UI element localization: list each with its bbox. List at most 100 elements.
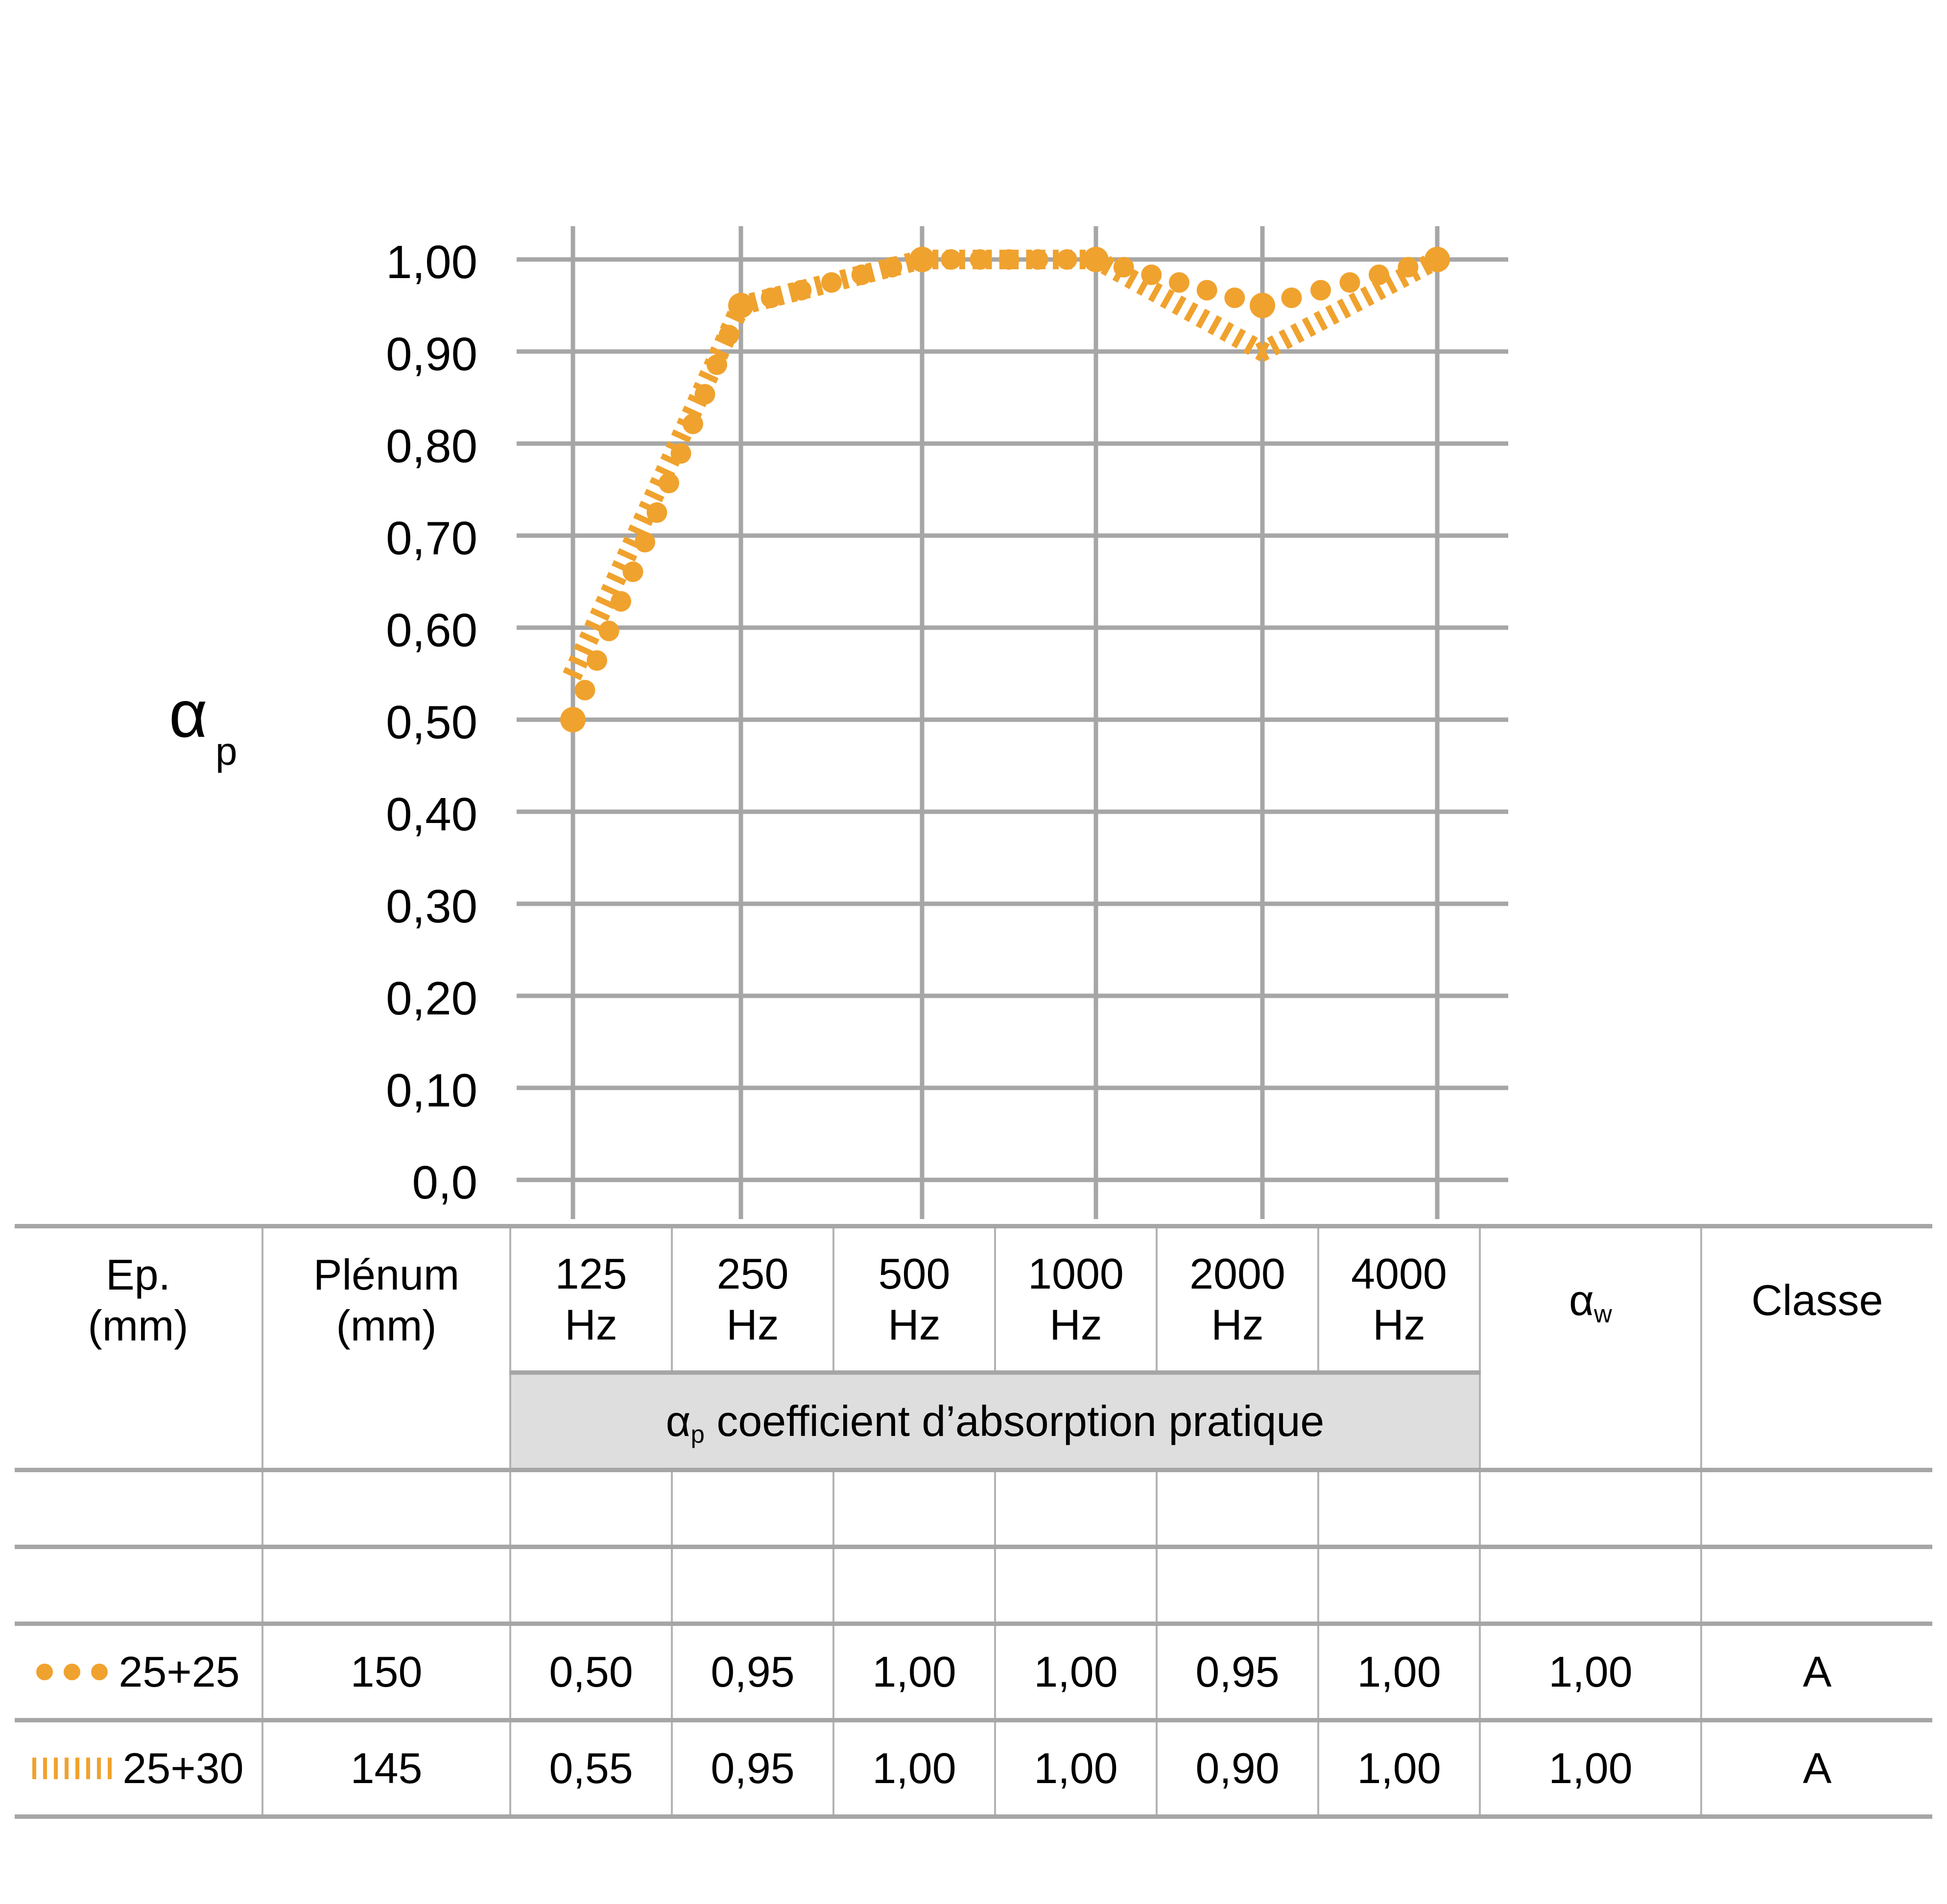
header-freq-500: 500 Hz — [832, 1224, 996, 1373]
series-dot — [881, 257, 902, 278]
hatch-tick — [1348, 292, 1363, 313]
blank-cell — [1700, 1468, 1932, 1547]
band-label-sub: p — [690, 1420, 705, 1449]
hatch-tick — [1255, 341, 1270, 362]
row-ep-25-25: 25+25 — [15, 1622, 263, 1720]
row-ep-label: 25+30 — [122, 1744, 244, 1792]
header-plenum: Plénum (mm) — [261, 1224, 511, 1373]
hatch-tick — [1100, 256, 1116, 276]
legend-hatch-bar — [75, 1758, 80, 1779]
row-classe: A — [1700, 1718, 1932, 1819]
header-freq-250-value: 250 — [716, 1249, 789, 1298]
series-dot — [707, 354, 727, 375]
y-tick-label: 1,00 — [386, 236, 477, 288]
acoustic-spec-table: Ep. (mm) Plénum (mm) 125 Hz 250 Hz 500 H… — [15, 1224, 1932, 1819]
y-tick-label: 0,60 — [386, 604, 477, 657]
row-val-125: 0,55 — [509, 1718, 673, 1819]
row-classe: A — [1700, 1622, 1932, 1720]
series-node-marker — [560, 707, 586, 732]
vertical-gridlines — [570, 226, 1440, 1219]
series-node-marker — [728, 293, 754, 318]
legend-hatched-marker — [32, 1758, 112, 1779]
series-dot — [683, 413, 703, 434]
series-25-30-hatched — [563, 249, 1445, 681]
blank-cell — [671, 1468, 834, 1547]
hatch-tick — [568, 655, 589, 669]
row-alpha-w: 1,00 — [1479, 1718, 1702, 1819]
series-dot — [1369, 264, 1389, 285]
series-dot — [694, 384, 715, 405]
series-node-marker — [1425, 247, 1450, 272]
blank-cell — [509, 1468, 673, 1547]
header-ep: Ep. (mm) — [15, 1224, 263, 1373]
row-val-2000: 0,90 — [1156, 1718, 1319, 1819]
hatch-tick — [1184, 302, 1199, 322]
hatch-tick — [1243, 335, 1258, 355]
header-freq-1000: 1000 Hz — [994, 1224, 1158, 1373]
series-dot — [851, 264, 872, 285]
series-dot — [635, 532, 655, 553]
series-dot — [1169, 272, 1189, 293]
row-val-125: 0,50 — [509, 1622, 673, 1720]
legend-dotted-marker — [36, 1664, 108, 1680]
table-blank-row-1 — [15, 1468, 1932, 1547]
hatch-tick — [1313, 310, 1328, 331]
series-dot — [970, 249, 991, 270]
header-freq-500-unit: Hz — [888, 1300, 941, 1349]
series-dot — [1113, 257, 1134, 278]
y-tick-label: 0,70 — [386, 512, 477, 564]
hatch-tick — [1336, 298, 1352, 319]
series-dot — [1141, 264, 1162, 285]
blank-cell — [1156, 1468, 1319, 1547]
hatch-tick — [579, 631, 599, 645]
table-row[interactable]: 25+30 145 0,55 0,95 1,00 1,00 0,90 1,00 … — [15, 1718, 1932, 1819]
series-dot — [1027, 249, 1048, 270]
hatch-tick — [839, 269, 850, 290]
legend-hatch-bar — [32, 1758, 37, 1779]
row-val-4000: 1,00 — [1317, 1622, 1481, 1720]
series-dot — [659, 472, 679, 494]
absorption-chart: 1,00 0,90 0,80 0,70 0,60 0,50 0,40 0,30 … — [169, 226, 1508, 1219]
band-spacer-left-1 — [15, 1372, 263, 1470]
table-band-row: αp coefficient d’absorption pratique — [15, 1370, 1932, 1470]
hatch-tick — [1290, 323, 1305, 343]
header-freq-125-unit: Hz — [565, 1300, 617, 1349]
row-plenum: 150 — [261, 1622, 511, 1720]
acoustic-spec-table-wrapper: Ep. (mm) Plénum (mm) 125 Hz 250 Hz 500 H… — [15, 1224, 1932, 1904]
hatch-tick — [1325, 305, 1340, 325]
blank-cell — [1317, 1545, 1481, 1624]
row-val-1000: 1,00 — [994, 1718, 1158, 1819]
row-ep-25-30: 25+30 — [15, 1718, 263, 1819]
hatch-tick — [1418, 256, 1433, 276]
y-tick-label: 0,40 — [386, 788, 477, 841]
series-dot — [1224, 287, 1245, 308]
series-node-marker — [1250, 293, 1275, 318]
series-dot — [718, 325, 739, 346]
legend-hatch-bar — [97, 1758, 101, 1779]
legend-hatch-bar — [54, 1758, 58, 1779]
row-val-500: 1,00 — [832, 1622, 996, 1720]
series-dot — [1281, 287, 1302, 308]
hatch-tick — [606, 572, 627, 586]
hatch-tick — [633, 512, 654, 526]
blank-cell — [1317, 1468, 1481, 1547]
row-val-250: 0,95 — [671, 1718, 834, 1819]
table-row[interactable]: 25+25 150 0,50 0,95 1,00 1,00 0,95 1,00 … — [15, 1622, 1932, 1720]
row-val-4000: 1,00 — [1317, 1718, 1481, 1819]
hatch-tick — [1231, 328, 1246, 349]
row-plenum: 145 — [261, 1718, 511, 1819]
blank-cell — [1479, 1545, 1702, 1624]
y-tick-label: 0,20 — [386, 972, 477, 1025]
table-header-row: Ep. (mm) Plénum (mm) 125 Hz 250 Hz 500 H… — [15, 1224, 1932, 1373]
band-spacer-right-2 — [1700, 1372, 1932, 1470]
y-tick-label: 0,80 — [386, 420, 477, 472]
blank-cell — [994, 1468, 1158, 1547]
hatch-tick — [1267, 335, 1282, 355]
row-val-2000: 0,95 — [1156, 1622, 1319, 1720]
y-tick-label: 0,30 — [386, 880, 477, 933]
row-alpha-w: 1,00 — [1479, 1622, 1702, 1720]
series-dot — [646, 502, 667, 523]
blank-cell — [671, 1545, 834, 1624]
row-val-1000: 1,00 — [994, 1622, 1158, 1720]
header-freq-2000-unit: Hz — [1211, 1300, 1264, 1349]
